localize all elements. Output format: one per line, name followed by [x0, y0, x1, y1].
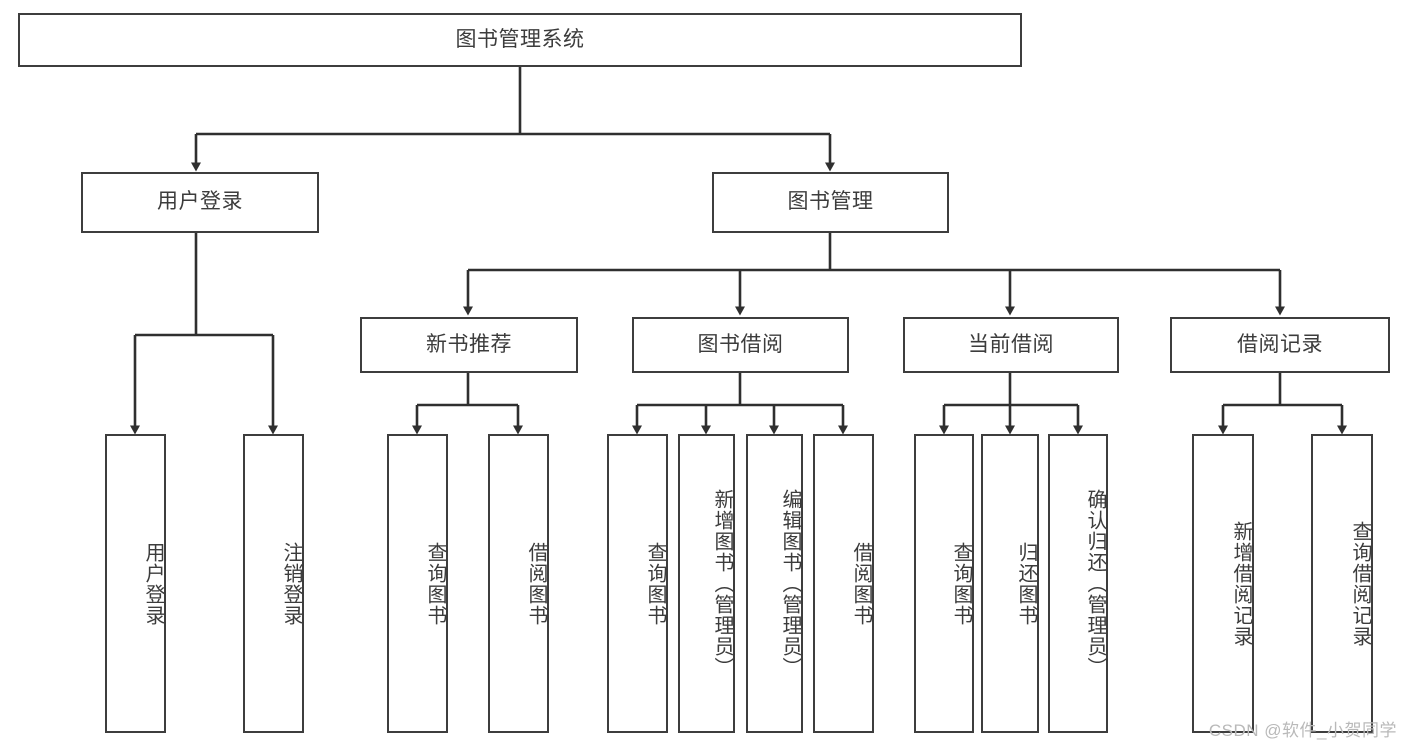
node-leaf-return-book[interactable]: 归还图书: [981, 434, 1039, 733]
node-book-manage[interactable]: 图书管理: [712, 172, 949, 233]
node-leaf-confirm-return-admin[interactable]: 确认归还（管理员）: [1048, 434, 1108, 733]
node-leaf-query-borrow-record[interactable]: 查询借阅记录: [1311, 434, 1373, 733]
node-leaf-query-book-current[interactable]: 查询图书: [914, 434, 974, 733]
node-leaf-edit-book-admin[interactable]: 编辑图书（管理员）: [746, 434, 803, 733]
node-label: 用户登录: [142, 541, 164, 626]
csdn-watermark: CSDN @软件_小贺同学: [1208, 721, 1397, 740]
node-leaf-borrow-book-recommend[interactable]: 借阅图书: [488, 434, 549, 733]
node-label: 确认归还（管理员）: [1084, 489, 1106, 678]
node-label: 查询图书: [644, 541, 666, 626]
node-label: 新增图书（管理员）: [711, 489, 733, 678]
node-book-management-system[interactable]: 图书管理系统: [18, 13, 1022, 67]
node-leaf-add-book-admin[interactable]: 新增图书（管理员）: [678, 434, 735, 733]
node-label: 借阅图书: [525, 541, 547, 626]
node-label: 查询图书: [950, 541, 972, 626]
node-label: 查询图书: [424, 541, 446, 626]
node-label: 图书管理系统: [455, 27, 585, 51]
node-label: 新增借阅记录: [1230, 520, 1252, 647]
node-current-borrow[interactable]: 当前借阅: [903, 317, 1119, 373]
node-leaf-query-book-recommend[interactable]: 查询图书: [387, 434, 448, 733]
node-label: 用户登录: [157, 190, 243, 214]
node-user-login[interactable]: 用户登录: [81, 172, 319, 233]
node-label: 借阅图书: [850, 541, 872, 626]
node-leaf-query-book-borrow[interactable]: 查询图书: [607, 434, 668, 733]
node-borrow-record[interactable]: 借阅记录: [1170, 317, 1390, 373]
node-label: 查询借阅记录: [1349, 520, 1371, 647]
node-label: 图书管理: [787, 190, 874, 214]
node-label: 归还图书: [1015, 541, 1037, 626]
node-label: 借阅记录: [1237, 332, 1323, 356]
node-label: 图书借阅: [697, 332, 784, 356]
node-leaf-borrow-book-borrow[interactable]: 借阅图书: [813, 434, 874, 733]
node-label: 注销登录: [280, 541, 302, 626]
node-leaf-add-borrow-record[interactable]: 新增借阅记录: [1192, 434, 1254, 733]
node-book-borrow[interactable]: 图书借阅: [632, 317, 849, 373]
node-leaf-user-login[interactable]: 用户登录: [105, 434, 166, 733]
node-label: 编辑图书（管理员）: [779, 489, 801, 678]
node-leaf-logout-login[interactable]: 注销登录: [243, 434, 304, 733]
node-new-book-recommend[interactable]: 新书推荐: [360, 317, 578, 373]
node-label: 新书推荐: [426, 332, 512, 356]
node-label: 当前借阅: [968, 332, 1054, 356]
